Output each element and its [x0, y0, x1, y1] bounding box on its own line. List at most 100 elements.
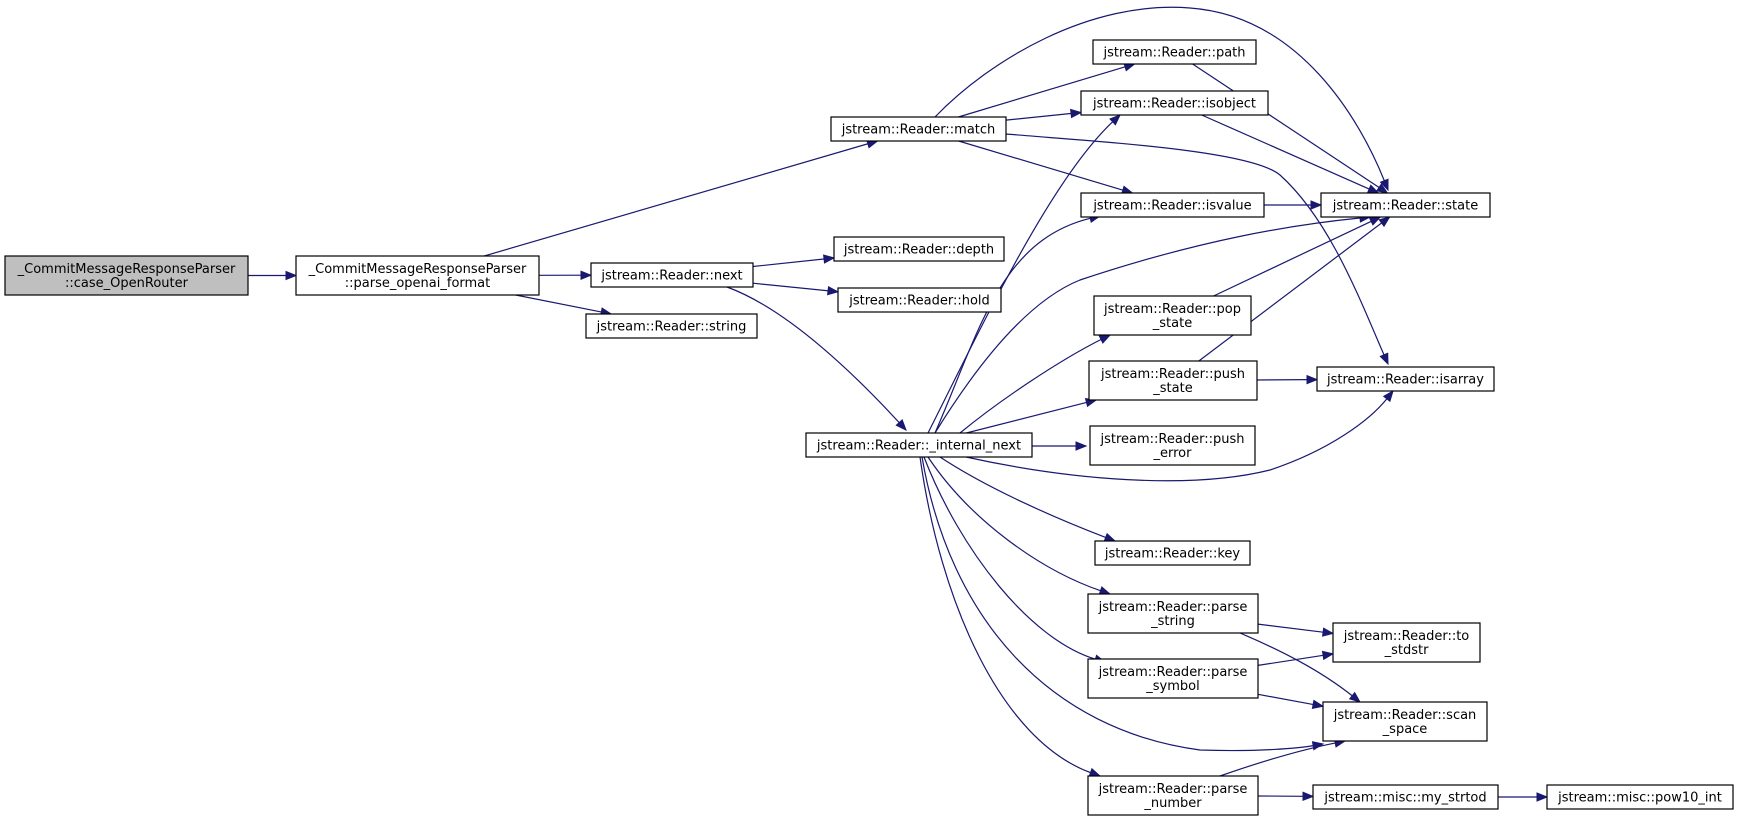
- node-next[interactable]: jstream::Reader::next: [590, 262, 754, 288]
- edge-line: [1192, 63, 1381, 189]
- node-label-line: jstream::Reader::isobject: [1092, 97, 1256, 112]
- edge-line: [923, 456, 1097, 661]
- edge-next-to-depth: [752, 254, 836, 268]
- edge-line: [934, 6, 1386, 182]
- edge-arrowhead: [1098, 334, 1112, 344]
- edge-arrowhead: [1109, 114, 1121, 126]
- node-label-line: _state: [1152, 316, 1192, 331]
- edge-match-to-isvalue: [958, 140, 1134, 195]
- edge-arrowhead: [1088, 767, 1102, 777]
- node-box: [830, 116, 1007, 142]
- node-box: [1087, 775, 1259, 816]
- edge-arrowhead: [1536, 792, 1549, 802]
- node-label-line: jstream::Reader::parse: [1098, 782, 1248, 797]
- node-isobject[interactable]: jstream::Reader::isobject: [1080, 90, 1269, 116]
- node-box: [1093, 295, 1252, 336]
- node-parse-number[interactable]: jstream::Reader::parse_number: [1087, 775, 1259, 816]
- edge-parse_symbol-to-to_stdstr: [1257, 650, 1335, 666]
- node-parse-string[interactable]: jstream::Reader::parse_string: [1087, 593, 1259, 634]
- edge-line: [1005, 133, 1385, 357]
- node-label-line: jstream::Reader::parse: [1098, 665, 1248, 680]
- edge-line: [965, 397, 1388, 482]
- edge-arrowhead: [1311, 699, 1325, 710]
- node-path[interactable]: jstream::Reader::path: [1092, 39, 1257, 65]
- edge-line: [726, 286, 901, 424]
- edge-parse_openai_format-to-string: [515, 294, 613, 317]
- edge-line: [927, 120, 1114, 434]
- node-case-openrouter[interactable]: _CommitMessageResponseParser::case_OpenR…: [4, 255, 249, 296]
- node-to-stdstr[interactable]: jstream::Reader::to_stdstr: [1332, 622, 1481, 663]
- edge-line: [1239, 632, 1354, 697]
- node-label-line: _number: [1143, 796, 1202, 811]
- edge-push_state-to-state: [1198, 216, 1391, 362]
- node-my-strtod[interactable]: jstream::misc::my_strtod: [1312, 784, 1499, 810]
- node-scan-space[interactable]: jstream::Reader::scan_space: [1322, 701, 1488, 742]
- edge-internal_next-to-push_state: [966, 398, 1098, 434]
- edge-arrowhead: [285, 270, 298, 281]
- edge-arrowhead: [1375, 183, 1389, 194]
- node-depth[interactable]: jstream::Reader::depth: [833, 236, 1005, 262]
- node-label-line: jstream::Reader::hold: [848, 294, 990, 309]
- node-box: [1312, 784, 1499, 810]
- node-box: [1094, 540, 1251, 566]
- edge-parse_string-to-scan_space: [1239, 632, 1362, 703]
- edge-arrowhead: [1382, 389, 1394, 403]
- edge-line: [939, 456, 1107, 539]
- node-label-line: _stdstr: [1384, 643, 1429, 658]
- node-label-line: jstream::Reader::string: [596, 320, 747, 335]
- edge-line: [1005, 112, 1073, 121]
- edge-line: [752, 282, 830, 292]
- edge-arrowhead: [1306, 374, 1319, 385]
- node-box: [1089, 425, 1256, 466]
- edge-arrowhead: [1368, 216, 1382, 226]
- edge-push_state-to-isarray: [1256, 374, 1319, 385]
- node-isarray[interactable]: jstream::Reader::isarray: [1316, 366, 1495, 392]
- edge-match-to-state: [934, 6, 1389, 192]
- edges-layer: [248, 6, 1549, 802]
- edge-line: [934, 217, 1362, 434]
- edge-arrowhead: [895, 419, 907, 431]
- node-pop-state[interactable]: jstream::Reader::pop_state: [1093, 295, 1252, 336]
- node-label-line: jstream::Reader::_internal_next: [816, 439, 1021, 454]
- edge-arrowhead: [1070, 108, 1083, 119]
- node-label-line: _state: [1152, 381, 1192, 396]
- edge-case_openrouter-to-parse_openai_format: [248, 270, 298, 281]
- node-box: [1316, 366, 1495, 392]
- edge-pop_state-to-state: [1213, 216, 1382, 297]
- node-label-line: jstream::Reader::scan: [1333, 708, 1477, 723]
- node-match[interactable]: jstream::Reader::match: [830, 116, 1007, 142]
- node-box: [590, 262, 754, 288]
- node-label-line: _symbol: [1145, 679, 1199, 694]
- node-box: [1320, 192, 1491, 218]
- edge-line: [927, 456, 1102, 592]
- node-label-line: jstream::Reader::push: [1100, 432, 1245, 447]
- node-push-error[interactable]: jstream::Reader::push_error: [1089, 425, 1256, 466]
- node-string[interactable]: jstream::Reader::string: [585, 313, 758, 339]
- node-push-state[interactable]: jstream::Reader::push_state: [1088, 360, 1258, 401]
- node-label-line: jstream::misc::my_strtod: [1323, 791, 1486, 806]
- edge-line: [484, 142, 869, 257]
- node-isvalue[interactable]: jstream::Reader::isvalue: [1080, 192, 1265, 218]
- node-internal-next[interactable]: jstream::Reader::_internal_next: [805, 432, 1033, 458]
- node-key[interactable]: jstream::Reader::key: [1094, 540, 1251, 566]
- node-label-line: _CommitMessageResponseParser: [17, 262, 236, 277]
- node-state[interactable]: jstream::Reader::state: [1320, 192, 1491, 218]
- node-parse-symbol[interactable]: jstream::Reader::parse_symbol: [1087, 658, 1259, 699]
- node-parse-openai-format[interactable]: _CommitMessageResponseParser::parse_open…: [295, 255, 540, 296]
- node-hold[interactable]: jstream::Reader::hold: [837, 287, 1002, 313]
- edge-next-to-hold: [752, 282, 840, 296]
- edge-arrowhead: [580, 270, 593, 280]
- node-box: [1080, 192, 1265, 218]
- node-box: [1088, 360, 1258, 401]
- edge-arrowhead: [1322, 627, 1335, 637]
- node-label-line: _CommitMessageResponseParser: [308, 262, 527, 277]
- edge-arrowhead: [1321, 650, 1335, 661]
- edge-parse_number-to-scan_space: [1219, 738, 1347, 777]
- node-pow10-int[interactable]: jstream::misc::pow10_int: [1546, 784, 1734, 810]
- edge-parse_symbol-to-scan_space: [1257, 693, 1325, 710]
- node-label-line: jstream::Reader::key: [1104, 547, 1241, 562]
- edge-line: [1257, 623, 1325, 633]
- node-box: [1092, 39, 1257, 65]
- edge-internal_next-to-parse_number: [919, 456, 1102, 777]
- edge-match-to-isarray: [1005, 133, 1389, 366]
